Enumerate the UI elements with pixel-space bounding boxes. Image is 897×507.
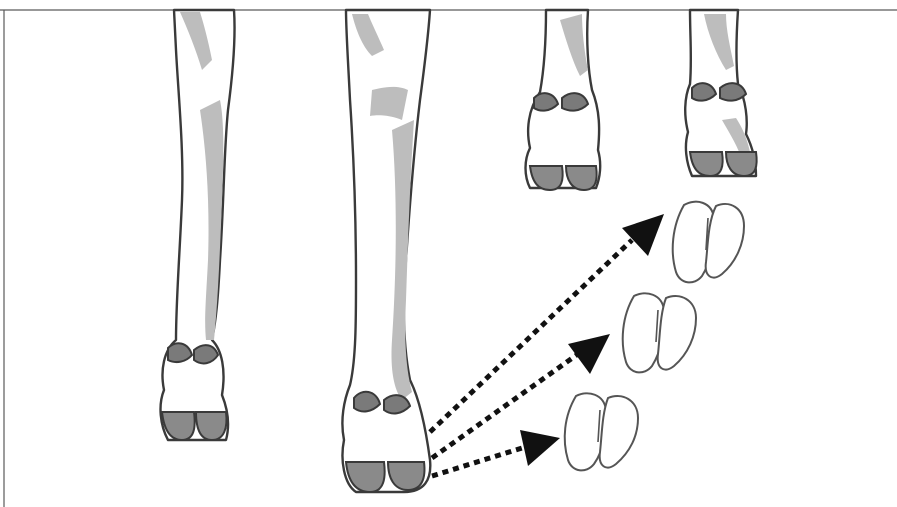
leg-center-shading <box>370 87 408 120</box>
hoof-sole-top <box>673 202 744 283</box>
leg-upper-right-1 <box>526 10 601 190</box>
leg-left <box>161 10 235 440</box>
hoof-sole-middle <box>623 293 696 372</box>
hoof-sole-bottom <box>565 393 638 470</box>
leg-center <box>342 10 430 492</box>
leg-upper-right-2 <box>685 10 756 176</box>
arrow-to-bottom-sole <box>432 430 560 476</box>
